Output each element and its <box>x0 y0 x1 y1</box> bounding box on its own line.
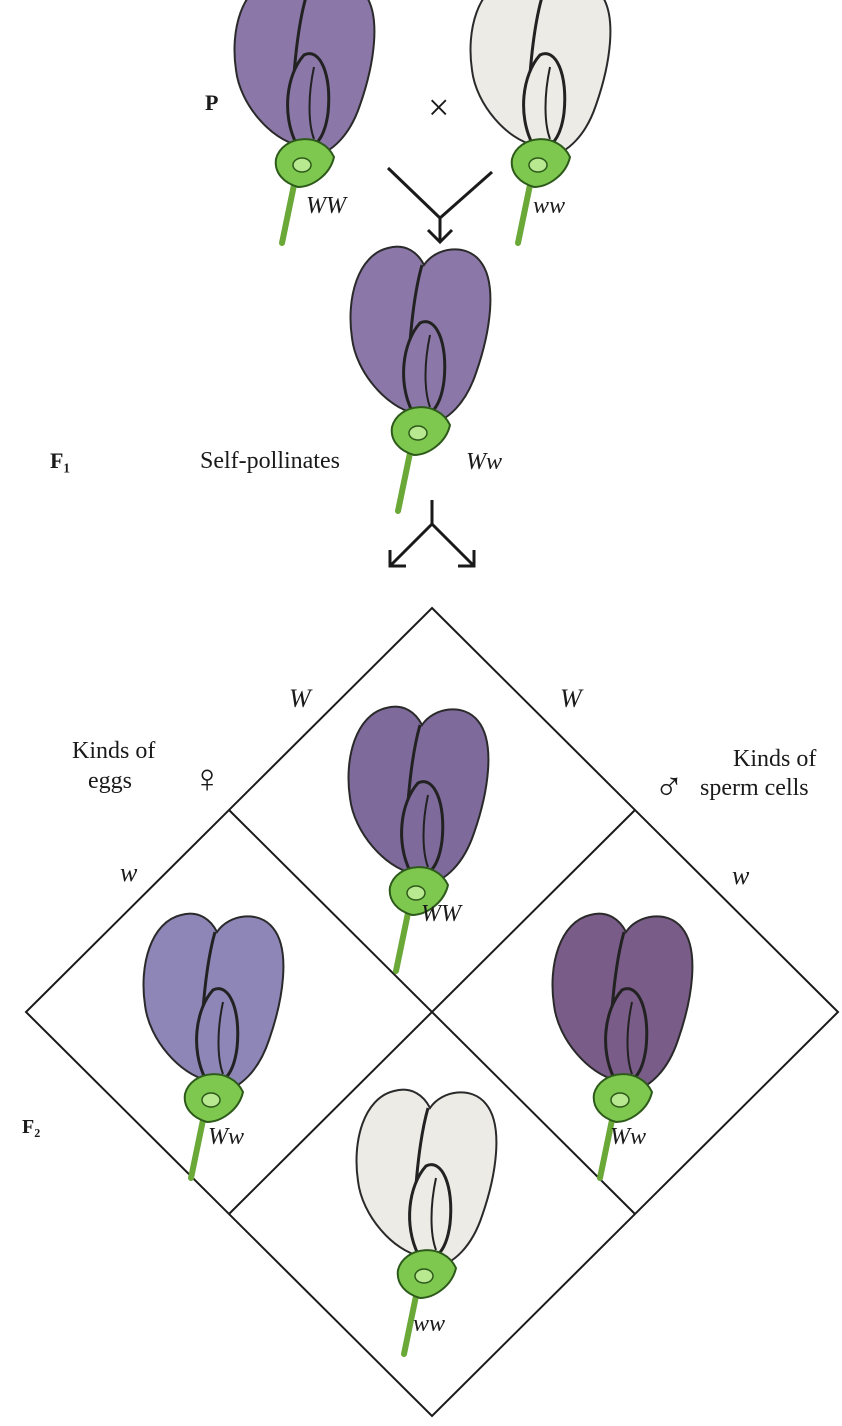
gen-label-f2: F₂ <box>22 1116 40 1138</box>
parent-purple-flower <box>235 0 375 243</box>
f2-top-purple-flower <box>349 707 489 971</box>
eggs-label-line2: eggs <box>88 768 132 794</box>
gen-label-p: P <box>205 90 218 115</box>
merge-arrow-icon <box>388 168 492 242</box>
egg-allele-dominant: W <box>289 684 313 713</box>
split-arrow-icon <box>390 500 474 566</box>
parent-right-genotype: ww <box>533 193 565 219</box>
sperm-allele-dominant: W <box>560 684 584 713</box>
sperm-label-line1: Kinds of <box>733 746 816 772</box>
sperm-label-line2: sperm cells <box>700 775 809 801</box>
cross-symbol: × <box>428 87 449 129</box>
female-symbol-icon: ♀ <box>192 756 222 801</box>
male-symbol-icon: ♂ <box>654 764 684 809</box>
cell-left-genotype: Ww <box>208 1124 244 1150</box>
cell-right-genotype: Ww <box>610 1124 646 1150</box>
f1-genotype: Ww <box>466 449 502 475</box>
cell-top-genotype: WW <box>421 901 463 927</box>
sperm-allele-recessive: w <box>732 861 750 890</box>
cell-bottom-genotype: ww <box>413 1311 445 1337</box>
parent-left-genotype: WW <box>306 193 348 219</box>
egg-allele-recessive: w <box>120 858 138 887</box>
self-pollinates-label: Self-pollinates <box>200 448 340 474</box>
gen-label-f1: F₁ <box>50 448 70 473</box>
eggs-label-line1: Kinds of <box>72 738 155 764</box>
